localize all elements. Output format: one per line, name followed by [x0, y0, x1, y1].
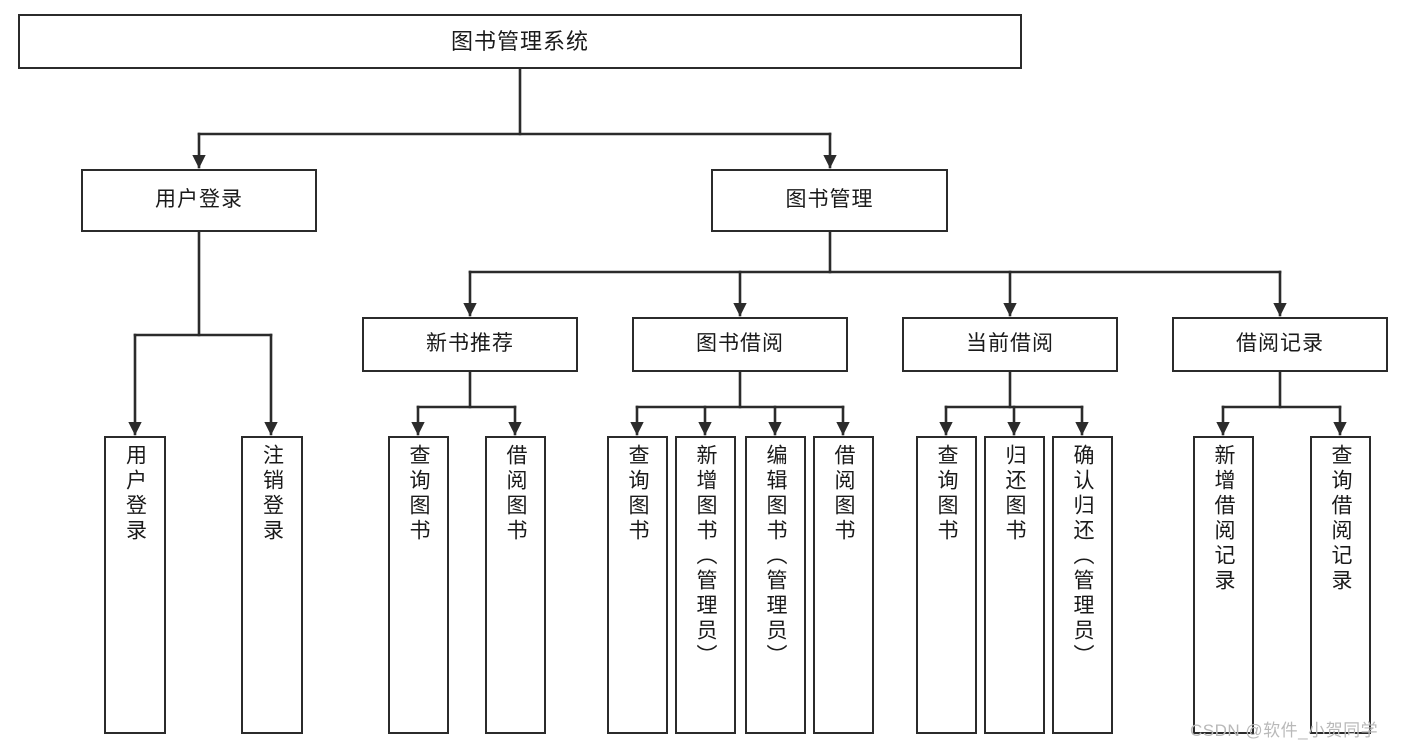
- node-user-login[interactable]: 用户登录: [81, 169, 317, 232]
- node-leaf-borrow-book-2-label: 借阅图书: [832, 444, 855, 544]
- node-leaf-add-record[interactable]: 新增借阅记录: [1193, 436, 1254, 734]
- node-leaf-edit-book-label: 编辑图书（管理员）: [764, 444, 787, 669]
- node-leaf-edit-book[interactable]: 编辑图书（管理员）: [745, 436, 806, 734]
- node-leaf-borrow-book-2[interactable]: 借阅图书: [813, 436, 874, 734]
- node-book-borrow-label: 图书借阅: [696, 332, 784, 356]
- node-leaf-query-book-2-label: 查询图书: [626, 444, 649, 544]
- node-current-borrow-label: 当前借阅: [966, 332, 1054, 356]
- node-leaf-add-book-label: 新增图书（管理员）: [694, 444, 717, 669]
- node-leaf-user-login[interactable]: 用户登录: [104, 436, 166, 734]
- node-book-management[interactable]: 图书管理: [711, 169, 948, 232]
- node-new-book-recommend-label: 新书推荐: [426, 332, 514, 356]
- node-user-login-label: 用户登录: [155, 188, 243, 212]
- node-leaf-add-record-label: 新增借阅记录: [1212, 444, 1235, 594]
- node-leaf-confirm-return[interactable]: 确认归还（管理员）: [1052, 436, 1113, 734]
- node-root-label: 图书管理系统: [450, 28, 589, 54]
- node-current-borrow[interactable]: 当前借阅: [902, 317, 1118, 372]
- node-leaf-query-book-1-label: 查询图书: [407, 444, 430, 544]
- node-leaf-return-book[interactable]: 归还图书: [984, 436, 1045, 734]
- node-leaf-query-book-1[interactable]: 查询图书: [388, 436, 449, 734]
- node-leaf-logout-login[interactable]: 注销登录: [241, 436, 303, 734]
- node-book-borrow[interactable]: 图书借阅: [632, 317, 848, 372]
- csdn-watermark: CSDN @软件_小贺同学: [1190, 721, 1379, 740]
- node-leaf-return-book-label: 归还图书: [1003, 444, 1026, 544]
- node-leaf-query-book-3[interactable]: 查询图书: [916, 436, 977, 734]
- node-leaf-query-record-label: 查询借阅记录: [1329, 444, 1352, 594]
- node-leaf-query-record[interactable]: 查询借阅记录: [1310, 436, 1371, 734]
- node-leaf-borrow-book-1-label: 借阅图书: [504, 444, 527, 544]
- node-leaf-query-book-2[interactable]: 查询图书: [607, 436, 668, 734]
- node-book-management-label: 图书管理: [785, 188, 874, 212]
- node-new-book-recommend[interactable]: 新书推荐: [362, 317, 578, 372]
- node-borrow-record[interactable]: 借阅记录: [1172, 317, 1388, 372]
- node-leaf-add-book[interactable]: 新增图书（管理员）: [675, 436, 736, 734]
- node-root[interactable]: 图书管理系统: [18, 14, 1022, 69]
- node-borrow-record-label: 借阅记录: [1236, 332, 1324, 356]
- node-leaf-user-login-label: 用户登录: [123, 444, 147, 544]
- node-leaf-confirm-return-label: 确认归还（管理员）: [1071, 444, 1094, 669]
- node-leaf-logout-login-label: 注销登录: [260, 444, 284, 544]
- node-leaf-query-book-3-label: 查询图书: [935, 444, 958, 544]
- node-leaf-borrow-book-1[interactable]: 借阅图书: [485, 436, 546, 734]
